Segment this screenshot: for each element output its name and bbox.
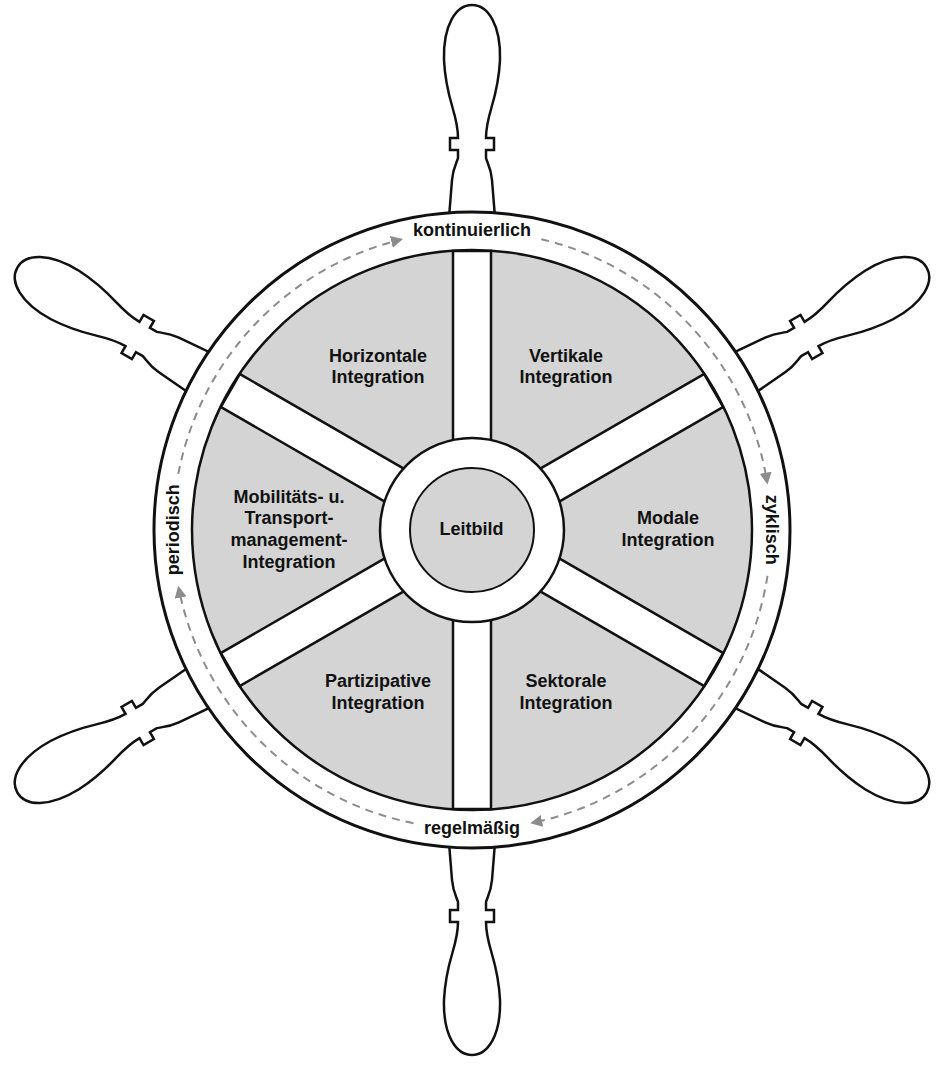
hub-circle: Leitbild	[409, 467, 535, 593]
sector-disc	[192, 250, 752, 810]
wheel-spoke	[221, 374, 405, 502]
sector-text: Modale Integration	[593, 508, 743, 551]
sector-field: Vertikale Integration	[487, 344, 645, 391]
ring-label: zyklisch	[760, 492, 782, 568]
wheel-group	[3, 5, 940, 1055]
wheel-rim	[154, 212, 790, 848]
sector-text: Horizontale Integration	[303, 346, 453, 389]
wheel-spoke	[453, 251, 491, 442]
wheel-handle	[444, 5, 500, 230]
sector-field: Mobilitäts- u. Transport- management- In…	[225, 485, 353, 575]
sector-text: Vertikale Integration	[491, 346, 641, 389]
sector-field: Horizontale Integration	[299, 344, 457, 391]
wheel-spoke	[539, 374, 723, 502]
sector-field: Modale Integration	[589, 506, 747, 553]
wheel-spoke	[221, 558, 405, 686]
wheel-handle	[444, 830, 500, 1055]
ring-label: periodisch	[162, 481, 184, 578]
wheel-spoke	[539, 558, 723, 686]
hub-text: Leitbild	[440, 519, 504, 541]
sector-field: Partizipative Integration	[299, 669, 457, 716]
sector-field: Sektorale Integration	[487, 669, 645, 716]
wheel-hub	[380, 438, 564, 622]
wheel-spoke	[453, 618, 491, 809]
ring-label: regelmäßig	[421, 818, 523, 840]
sector-text: Sektorale Integration	[491, 671, 641, 714]
sector-text: Partizipative Integration	[303, 671, 453, 714]
sector-text: Mobilitäts- u. Transport- management- In…	[229, 487, 349, 573]
ring-label: kontinuierlich	[410, 220, 534, 242]
